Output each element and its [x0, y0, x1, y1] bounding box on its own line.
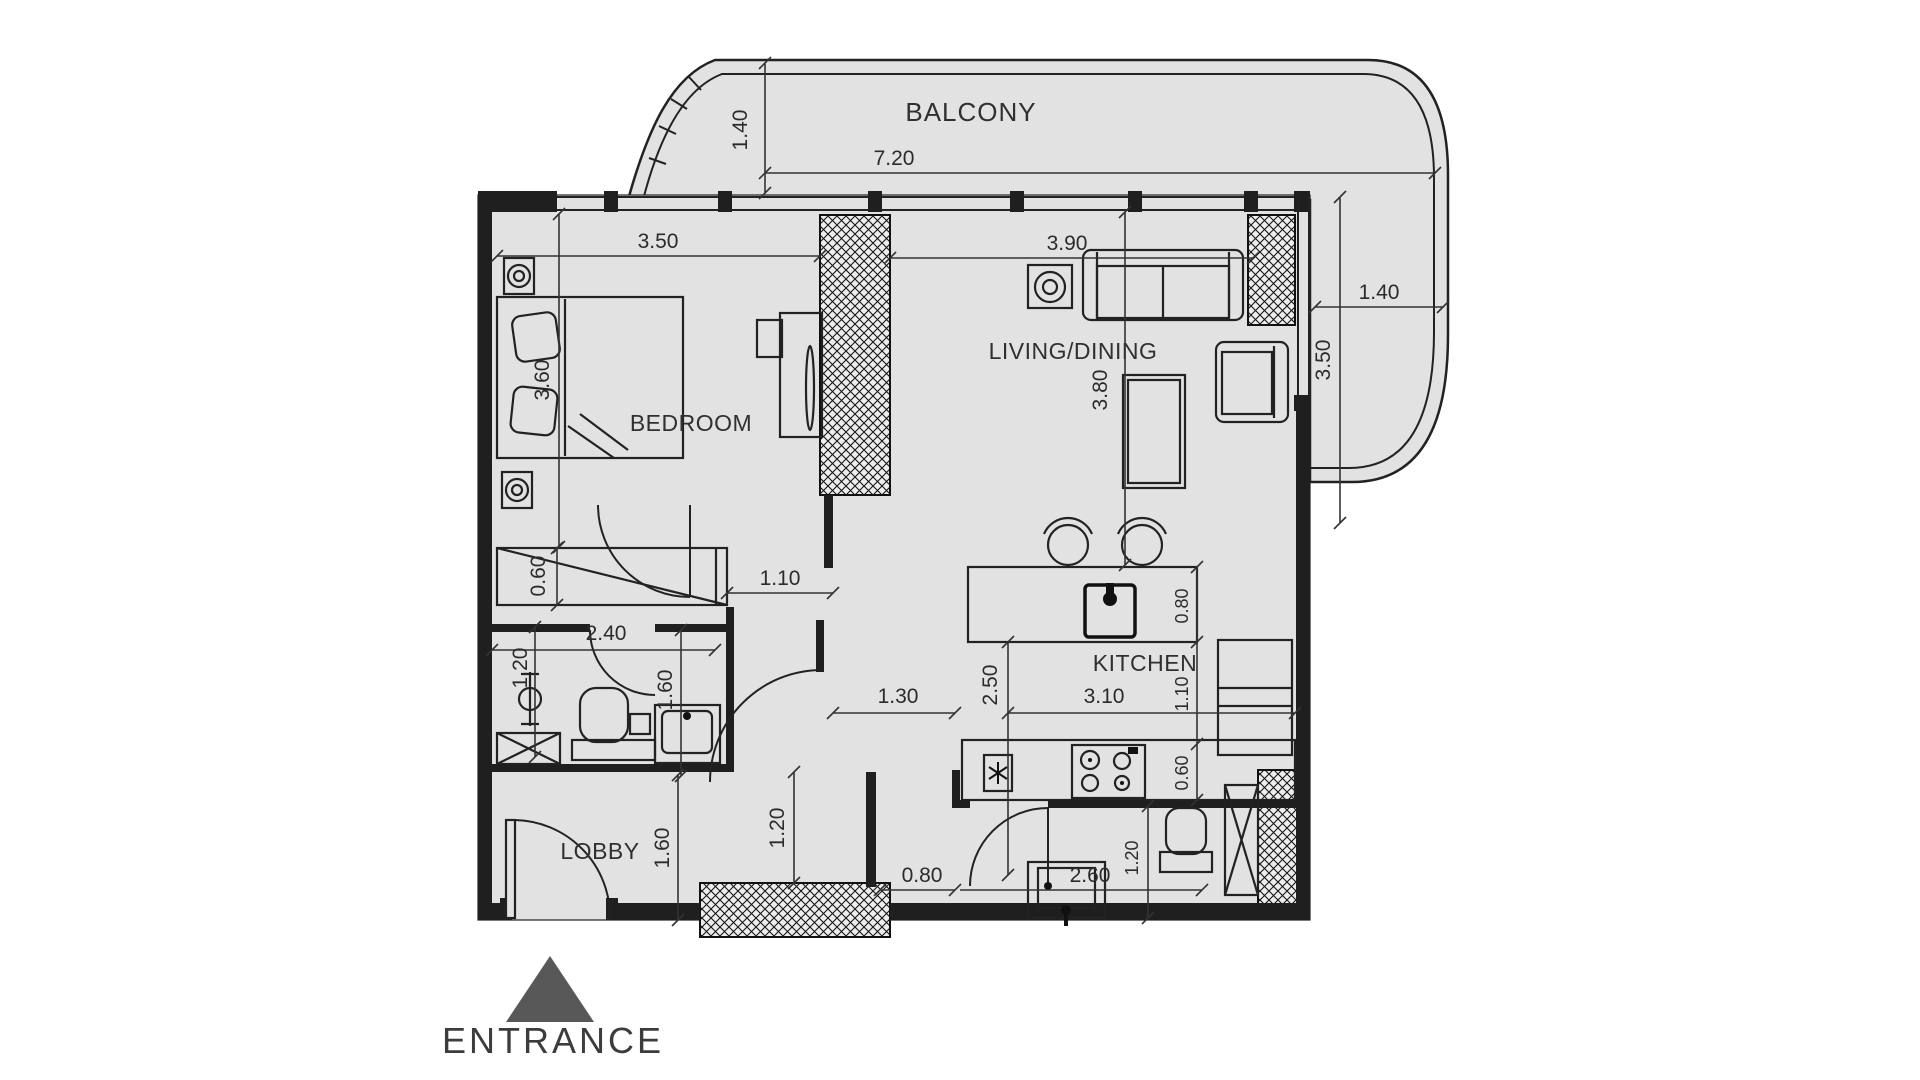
dim-kitchen-walkway: 1.10	[1172, 676, 1192, 711]
bar-stool	[1042, 516, 1094, 567]
entrance-door	[504, 818, 611, 920]
interior-walls	[478, 495, 1310, 920]
dim-passage-width: 1.10	[760, 567, 801, 590]
dim-hall-width: 1.30	[878, 685, 919, 708]
balcony-outer-rail	[626, 58, 1450, 484]
label-balcony: BALCONY	[905, 97, 1036, 127]
window-mullions	[543, 191, 1310, 212]
sink-faucet	[1103, 592, 1117, 606]
dim-counter-depth: 0.60	[1172, 755, 1192, 790]
toilet	[1158, 806, 1214, 874]
pillow	[511, 311, 561, 363]
bed-fold	[567, 413, 629, 459]
dim-island-depth: 0.80	[1172, 588, 1192, 623]
label-kitchen: KITCHEN	[1093, 650, 1197, 676]
dim-balcony-right-height: 3.50	[1312, 340, 1335, 381]
shaft-box	[495, 731, 562, 766]
label-bedroom: BEDROOM	[630, 410, 752, 436]
dim-bath-door: 1.60	[654, 670, 677, 711]
pier-bottom-center	[699, 882, 891, 938]
tv-screen	[804, 344, 816, 432]
label-lobby: LOBBY	[560, 838, 639, 864]
bathroom2-door	[969, 807, 1052, 890]
dim-bath2-width: 2.60	[1070, 864, 1111, 887]
tv-unit	[755, 311, 824, 439]
shower-column	[517, 672, 543, 726]
dim-hall-depth: 1.20	[766, 808, 789, 849]
dim-kitchen-width: 3.10	[1084, 685, 1125, 708]
kitchen-counter	[960, 738, 1297, 802]
dim-living-depth: 3.80	[1089, 370, 1112, 411]
shaft-box	[1223, 783, 1260, 897]
wardrobe	[495, 546, 729, 607]
fridge-tall-unit	[1216, 638, 1294, 757]
dim-bath-shaft: 1.20	[509, 648, 532, 689]
pier-center	[819, 214, 891, 496]
dim-kitchen-depth: 2.50	[979, 665, 1002, 706]
hall-door	[709, 669, 823, 783]
dim-wardrobe-depth: 0.60	[527, 556, 550, 597]
dim-balcony-width: 7.20	[874, 147, 915, 170]
wall-light-symbol	[500, 470, 534, 510]
bed	[495, 295, 685, 460]
wall-light-symbol	[502, 256, 536, 296]
dim-balcony-depth: 1.40	[729, 110, 752, 151]
dim-bath2-depth: 1.20	[1122, 840, 1142, 875]
dim-bath-width: 2.40	[586, 622, 627, 645]
dim-bedroom-width: 3.50	[638, 230, 679, 253]
pier-top-right	[1247, 214, 1296, 326]
cooktop	[1070, 743, 1147, 800]
label-living-dining: LIVING/DINING	[989, 338, 1158, 364]
sofa	[1081, 248, 1245, 322]
dim-balcony-right-width: 1.40	[1359, 281, 1400, 304]
unit-floor	[477, 194, 1311, 921]
balcony-inner-rail	[642, 73, 1435, 469]
bar-stool	[1116, 516, 1168, 567]
armchair	[1214, 340, 1290, 424]
dim-bedroom-depth: 3.60	[531, 360, 554, 401]
bathroom1-door	[589, 629, 656, 696]
bedroom-door	[597, 504, 691, 598]
dim-living-width: 3.90	[1047, 232, 1088, 255]
dim-bath2-door: 0.80	[902, 864, 943, 887]
right-window-glass	[1297, 195, 1310, 408]
label-entrance: ENTRANCE	[442, 1020, 664, 1061]
faucet	[683, 712, 691, 720]
ceiling-fan-symbol	[1026, 263, 1074, 310]
balcony-curve-hatch	[648, 76, 702, 165]
dimension-lines	[485, 56, 1450, 927]
dim-lobby-depth: 1.60	[651, 828, 674, 869]
dimension-labels: 1.40 7.20 1.40 3.50 3.50 3.60 3.90 3.80 …	[509, 110, 1399, 887]
dining-table	[1121, 373, 1187, 490]
entrance-arrow-icon	[506, 956, 594, 1022]
balcony-area	[626, 58, 1450, 484]
pillow	[509, 385, 559, 437]
appliance-icon	[988, 762, 1008, 784]
door-hinge	[1044, 882, 1052, 890]
